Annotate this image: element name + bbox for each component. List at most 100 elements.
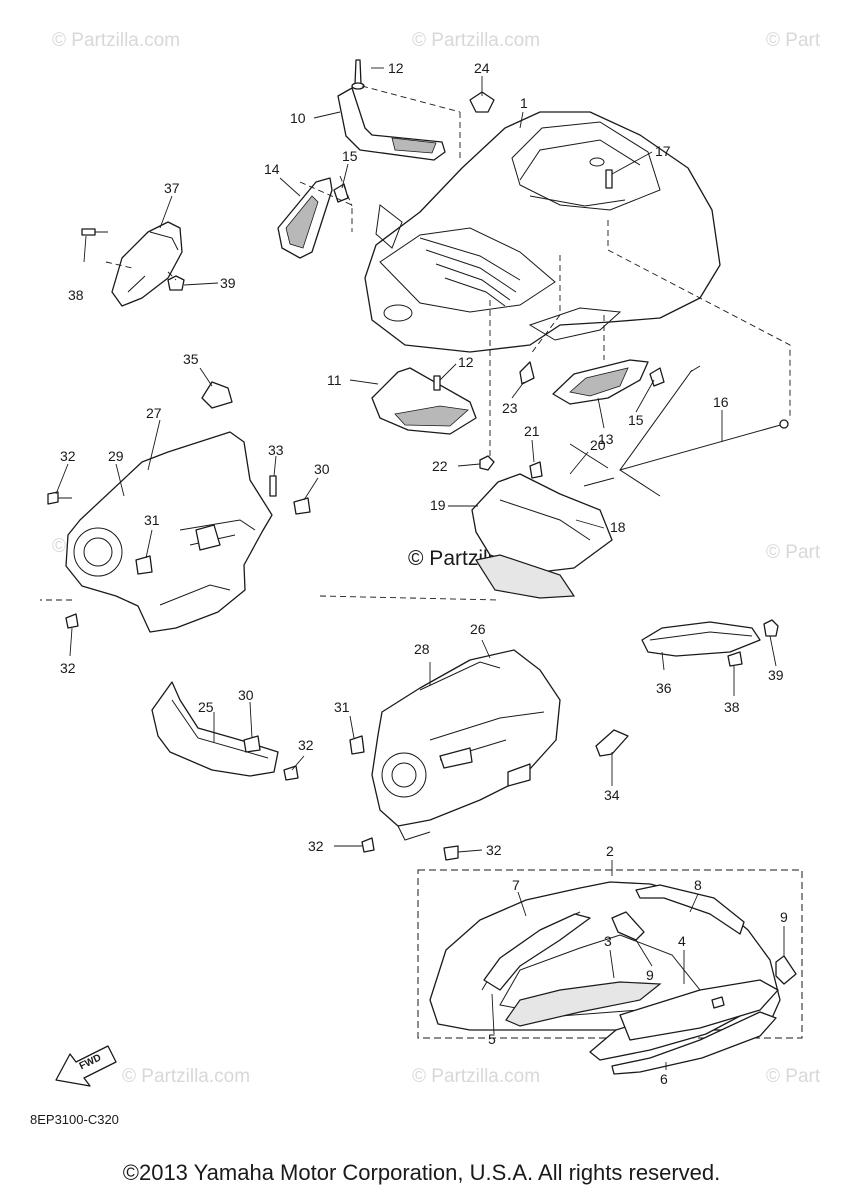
part-32-screw-d [361,837,375,853]
callout-9-right: 9 [780,909,788,925]
callout-16: 16 [713,394,729,410]
callout-37: 37 [164,180,180,196]
part-4-plate [589,979,779,1061]
part-1-front-cowling [364,111,721,353]
callout-labels: 12 24 1 10 17 15 14 37 39 38 35 12 11 16… [60,60,788,1087]
part-34-clip [595,729,629,757]
part-21-screw [529,461,543,479]
part-26-right-side-panel [371,649,561,841]
part-20-spring [569,443,615,487]
part-38-screw-left [81,228,108,236]
callout-32-c: 32 [298,737,314,753]
callout-12-top: 12 [388,60,404,76]
callout-5: 5 [488,1031,496,1047]
part-14-left-duct [277,177,333,259]
diagram-code: 8EP3100-C320 [30,1112,119,1127]
callout-18: 18 [610,519,626,535]
callout-3: 3 [604,933,612,949]
callout-39-left: 39 [220,275,236,291]
part-7-trim [483,913,591,991]
part-39-grommet-left [167,275,185,291]
part-36-right-cover [641,621,761,657]
callout-15-top: 15 [342,148,358,164]
callout-11: 11 [327,372,342,388]
part-22-nut [479,455,495,471]
part-32-screw-c [283,765,299,781]
part-6-plate [611,1011,777,1075]
callout-31-right: 31 [334,699,350,715]
watermark-bottom-right: © Part [766,1066,821,1087]
callout-17: 17 [655,143,671,159]
callout-6: 6 [660,1071,668,1087]
part-8-trim [635,884,745,935]
part-30-nut-lower [243,735,261,753]
part-31-clip-left [135,555,153,575]
part-38-screw-right [727,651,743,667]
callout-34: 34 [604,787,620,803]
callout-36: 36 [656,680,672,696]
callout-14: 14 [264,161,280,177]
part-17-screw [605,169,613,189]
part-32-screw-e [443,845,459,861]
watermark-top-left: © Partzilla.com [52,30,180,51]
part-9-pad-right [775,955,797,985]
callout-15-right: 15 [628,412,644,428]
part-9-pad-left [611,911,645,941]
part-25-lower-cover [151,681,279,777]
part-13-right-duct [552,359,649,405]
part-10-bracket [337,87,446,161]
part-39-grommet-right [763,619,779,637]
callout-1: 1 [520,95,528,111]
callout-32-a: 32 [60,448,76,464]
part-24-clip [469,91,495,113]
part-27-left-side-panel [65,431,273,633]
callout-32-d: 32 [308,838,324,854]
callout-30-upper: 30 [314,461,330,477]
watermark-top-center: © Partzilla.com [412,30,540,51]
callout-31-left: 31 [144,512,160,528]
part-37-left-cover [111,221,183,307]
callout-7: 7 [512,877,520,893]
part-33-screw [269,475,277,497]
watermark-bottom-center: © Partzilla.com [412,1066,540,1087]
part-35-clip [201,381,233,409]
callout-39-right: 39 [768,667,784,683]
callout-32-b: 32 [60,660,76,676]
callout-10: 10 [290,110,306,126]
callout-2: 2 [606,843,614,859]
part-31-clip-right [349,735,365,755]
part-32-screw-b [65,613,79,629]
callout-19: 19 [430,497,446,513]
callout-20: 20 [590,437,606,453]
callout-21: 21 [524,423,540,439]
part-32-screw-a [47,491,72,505]
callout-35: 35 [183,351,199,367]
callout-38-right: 38 [724,699,740,715]
callout-4: 4 [678,933,686,949]
callout-25: 25 [198,699,214,715]
watermark-bottom-left: © Partzilla.com [122,1066,250,1087]
part-16-cable [619,365,789,497]
fwd-arrow-icon: FWD [55,1045,117,1087]
callout-12-lower: 12 [458,354,474,370]
callout-24: 24 [474,60,490,76]
callout-26: 26 [470,621,486,637]
part-23-clip [519,361,535,385]
copyright-footer: ©2013 Yamaha Motor Corporation, U.S.A. A… [122,1160,721,1185]
callout-27: 27 [146,405,162,421]
callout-29: 29 [108,448,124,464]
part-12-top-rivet [351,59,365,90]
callout-33: 33 [268,442,284,458]
callout-28: 28 [414,641,430,657]
watermark-mid-right: © Part [766,542,821,563]
part-30-nut-upper [293,497,311,515]
callout-8: 8 [694,877,702,893]
leader-lines [55,67,785,1070]
callout-13: 13 [598,431,614,447]
part-12-lower-rivet [433,375,441,391]
callout-38-left: 38 [68,287,84,303]
callout-22: 22 [432,458,448,474]
part-11-lower-duct [371,367,477,435]
